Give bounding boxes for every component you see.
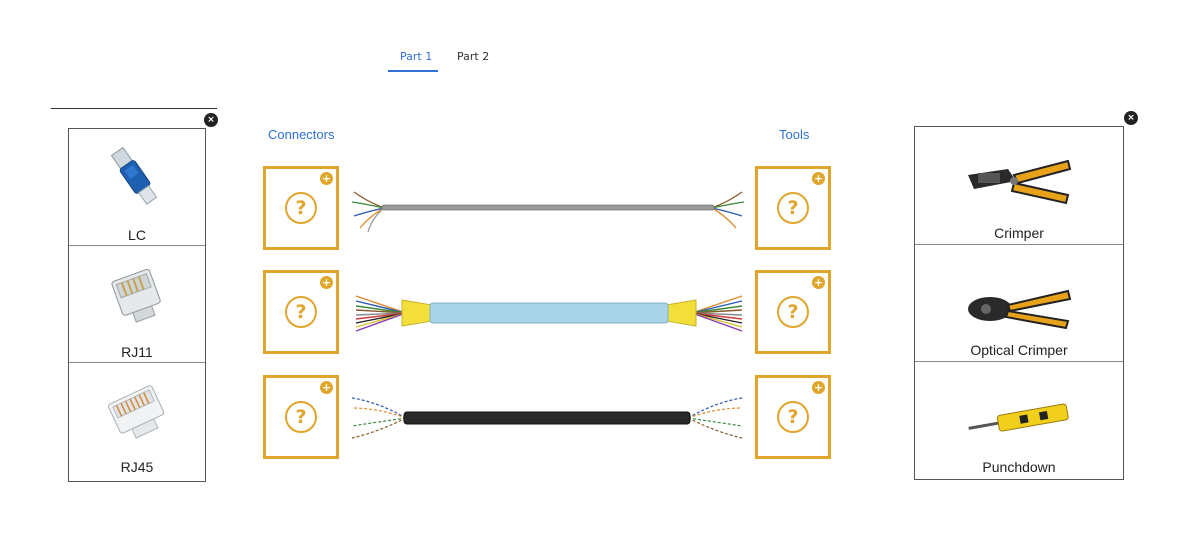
tool-option-punchdown[interactable]: Punchdown [915, 362, 1123, 479]
tab-part-2[interactable]: Part 2 [457, 50, 489, 63]
add-icon: + [320, 172, 333, 185]
add-icon: + [320, 276, 333, 289]
tool-drop-zone-1[interactable]: + ? [755, 166, 831, 250]
black-twisted-pair-cable [350, 392, 744, 444]
question-mark-icon: ? [285, 296, 317, 328]
add-icon: + [320, 381, 333, 394]
tool-options-panel: Crimper Optical Crimper Punchdown [914, 126, 1124, 480]
connector-drop-zone-1[interactable]: + ? [263, 166, 339, 250]
tab-part-1[interactable]: Part 1 [400, 50, 432, 63]
question-mark-icon: ? [777, 401, 809, 433]
connectors-heading: Connectors [268, 127, 334, 142]
active-tab-indicator [388, 70, 438, 72]
optical-crimper-icon [964, 281, 1074, 329]
rj45-connector-icon [102, 377, 172, 441]
tools-heading: Tools [779, 127, 809, 142]
question-mark-icon: ? [777, 296, 809, 328]
question-mark-icon: ? [777, 192, 809, 224]
tool-label-crimper: Crimper [915, 225, 1123, 241]
tool-drop-zone-2[interactable]: + ? [755, 270, 831, 354]
connector-option-rj11[interactable]: RJ11 [69, 246, 205, 363]
tool-drop-zone-3[interactable]: + ? [755, 375, 831, 459]
light-blue-multi-conductor-cable [354, 288, 744, 338]
tool-option-crimper[interactable]: Crimper [915, 127, 1123, 245]
connector-label-rj11: RJ11 [69, 344, 205, 360]
connector-options-panel: LC RJ11 [68, 128, 206, 482]
thin-gray-cable [348, 182, 748, 234]
connector-label-rj45: RJ45 [69, 459, 205, 475]
crimper-icon [964, 159, 1074, 207]
tool-option-optical-crimper[interactable]: Optical Crimper [915, 245, 1123, 362]
connector-drop-zone-3[interactable]: + ? [263, 375, 339, 459]
lc-connector-icon [107, 143, 167, 213]
connector-drop-zone-2[interactable]: + ? [263, 270, 339, 354]
close-tools-panel-icon[interactable]: × [1124, 111, 1138, 125]
tool-label-punchdown: Punchdown [915, 459, 1123, 475]
question-mark-icon: ? [285, 401, 317, 433]
add-icon: + [812, 172, 825, 185]
rj11-connector-icon [104, 260, 170, 324]
punchdown-tool-icon [964, 400, 1074, 440]
tool-label-optical-crimper: Optical Crimper [915, 342, 1123, 358]
add-icon: + [812, 276, 825, 289]
close-connector-panel-icon[interactable]: × [204, 113, 218, 127]
add-icon: + [812, 381, 825, 394]
connector-label-lc: LC [69, 227, 205, 243]
question-mark-icon: ? [285, 192, 317, 224]
connector-option-rj45[interactable]: RJ45 [69, 363, 205, 481]
connector-option-lc[interactable]: LC [69, 129, 205, 246]
connector-panel-divider [51, 108, 217, 109]
